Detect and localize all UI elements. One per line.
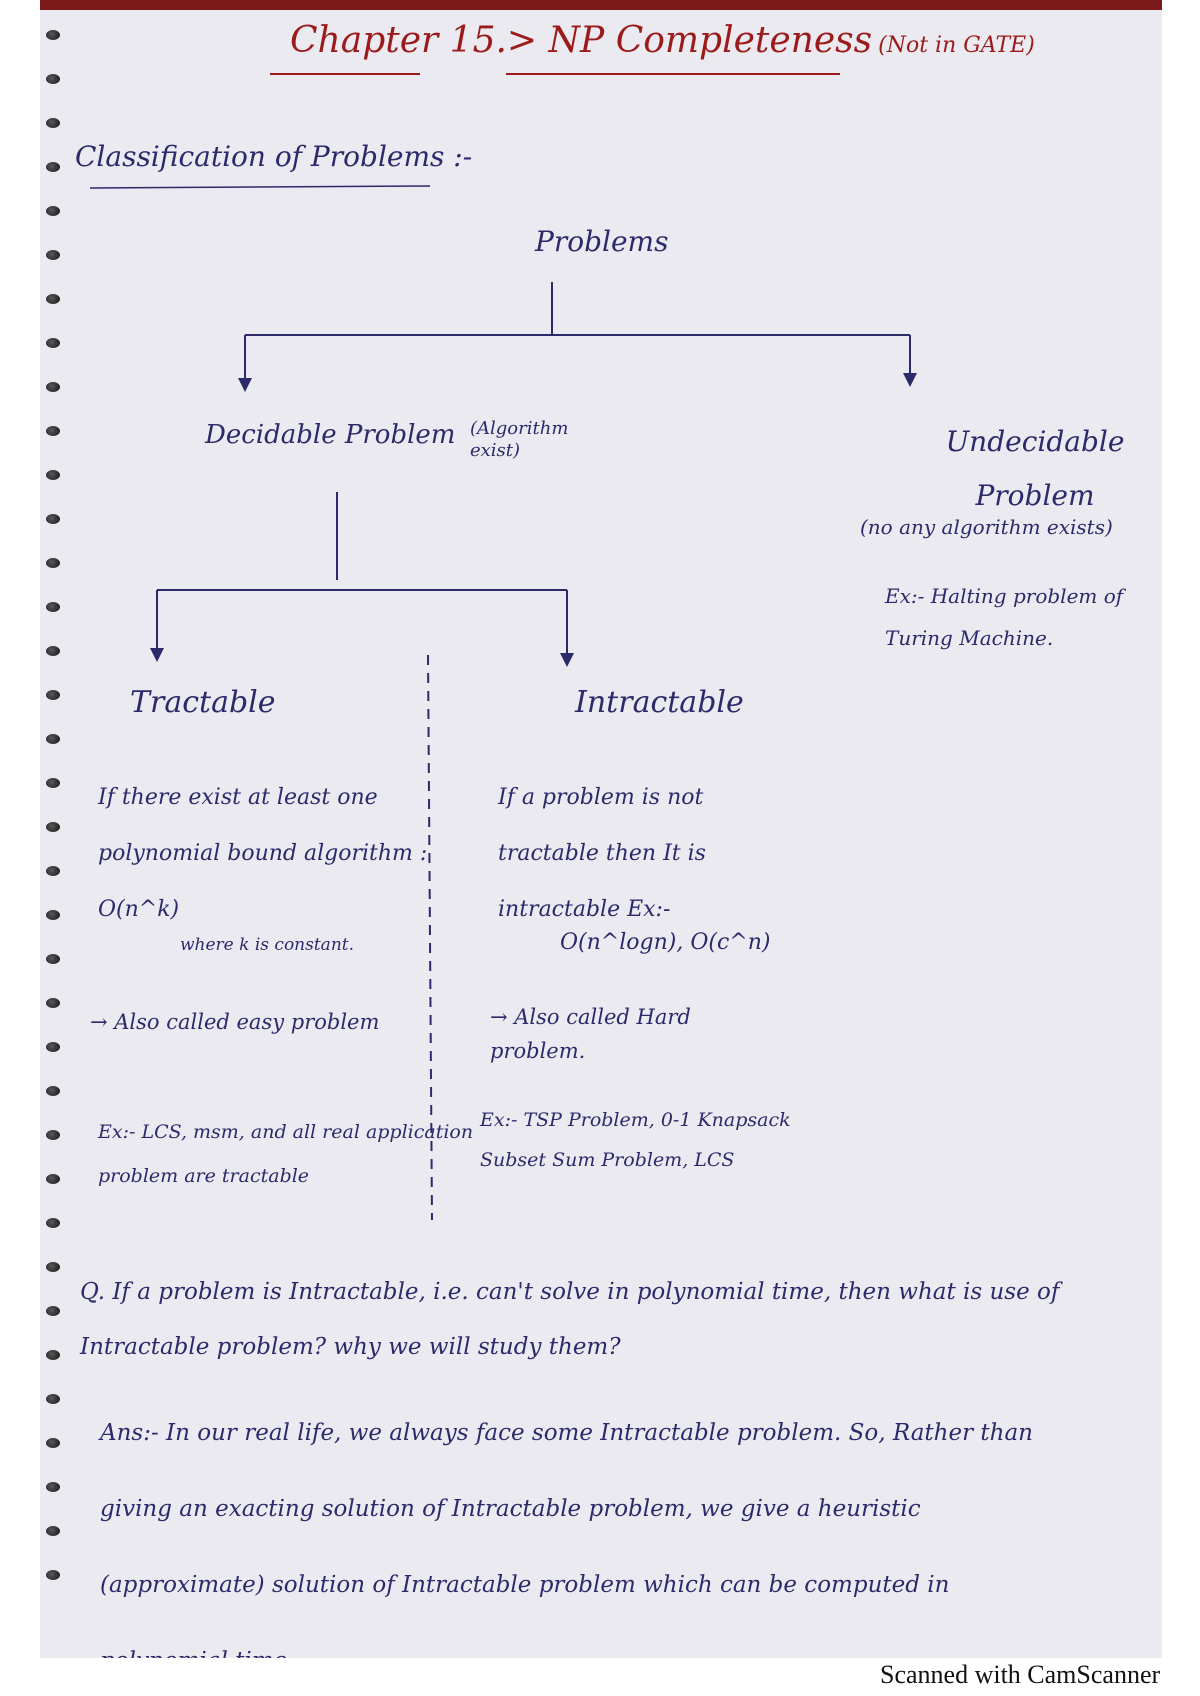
- heading-underline: [89, 185, 431, 189]
- undecidable-label: Undecidable Problem: [945, 425, 1125, 512]
- binding-ring: [46, 470, 60, 480]
- decidable-label: Decidable Problem: [205, 420, 456, 450]
- binding-ring: [46, 602, 60, 612]
- binding-ring: [46, 778, 60, 788]
- intractable-label: Intractable: [575, 685, 744, 720]
- binding-ring: [46, 382, 60, 392]
- arrow-decidable: [238, 378, 252, 392]
- tractable-constant-note: where k is constant.: [180, 935, 355, 955]
- binding-ring: [46, 74, 60, 84]
- title-note: (Not in GATE): [878, 33, 1035, 58]
- binding-ring: [46, 1130, 60, 1140]
- binding-ring: [46, 690, 60, 700]
- column-divider: [427, 654, 433, 1221]
- binding-ring: [46, 1262, 60, 1272]
- binding-ring: [46, 1394, 60, 1404]
- decidable-note: (Algorithm exist): [470, 418, 569, 461]
- binding-ring: [46, 1482, 60, 1492]
- binding-ring: [46, 646, 60, 656]
- binding-ring: [46, 118, 60, 128]
- binding-ring: [46, 426, 60, 436]
- title-text: Chapter 15.> NP Completeness: [290, 20, 873, 61]
- tractable-definition: If there exist at least one polynomial b…: [98, 785, 428, 922]
- binding-ring: [46, 910, 60, 920]
- binding-ring: [46, 998, 60, 1008]
- scanner-watermark: Scanned with CamScanner: [880, 1660, 1161, 1689]
- section-heading: Classification of Problems :-: [75, 140, 473, 173]
- intractable-definition: If a problem is not tractable then It is…: [498, 785, 706, 922]
- binding-ring: [46, 1306, 60, 1316]
- tractable-alias: → Also called easy problem: [90, 1010, 380, 1034]
- binding-ring: [46, 734, 60, 744]
- intractable-complexity-examples: O(n^logn), O(c^n): [560, 930, 771, 955]
- tractable-example: Ex:- LCS, msm, and all real application …: [98, 1121, 474, 1187]
- binding-ring: [46, 162, 60, 172]
- binding-ring: [46, 1086, 60, 1096]
- question-text: Q. If a problem is Intractable, i.e. can…: [80, 1279, 1060, 1360]
- binding-ring: [46, 1438, 60, 1448]
- binding-ring: [46, 954, 60, 964]
- binding-ring: [46, 558, 60, 568]
- binding-ring: [46, 1218, 60, 1228]
- binding-ring: [46, 206, 60, 216]
- answer-text: Ans:- In our real life, we always face s…: [100, 1420, 1033, 1658]
- binding-ring: [46, 30, 60, 40]
- undecidable-example: Ex:- Halting problem of Turing Machine.: [885, 584, 1124, 650]
- binding-ring: [46, 1350, 60, 1360]
- arrow-intractable: [560, 653, 574, 667]
- binding-ring: [46, 1042, 60, 1052]
- tractable-label: Tractable: [130, 685, 276, 720]
- page-title: Chapter 15.> NP Completeness(Not in GATE…: [290, 20, 1035, 61]
- arrow-undecidable: [903, 373, 917, 387]
- binding-ring: [46, 1174, 60, 1184]
- binding-ring: [46, 1570, 60, 1580]
- intractable-alias: → Also called Hard problem.: [490, 1005, 691, 1063]
- tree-root-label: Problems: [535, 225, 669, 258]
- undecidable-note: (no any algorithm exists): [860, 515, 1113, 539]
- tree-diagram-lines: [89, 73, 917, 1221]
- binding-ring: [46, 514, 60, 524]
- binding-ring: [46, 294, 60, 304]
- spiral-binding: [46, 30, 66, 1630]
- binding-ring: [46, 866, 60, 876]
- binding-ring: [46, 822, 60, 832]
- intractable-example: Ex:- TSP Problem, 0-1 Knapsack Subset Su…: [480, 1109, 791, 1171]
- arrow-tractable: [150, 648, 164, 662]
- binding-ring: [46, 250, 60, 260]
- page-top-edge: [40, 0, 1162, 10]
- binding-ring: [46, 1526, 60, 1536]
- binding-ring: [46, 338, 60, 348]
- notebook-page: Chapter 15.> NP Completeness(Not in GATE…: [40, 0, 1162, 1658]
